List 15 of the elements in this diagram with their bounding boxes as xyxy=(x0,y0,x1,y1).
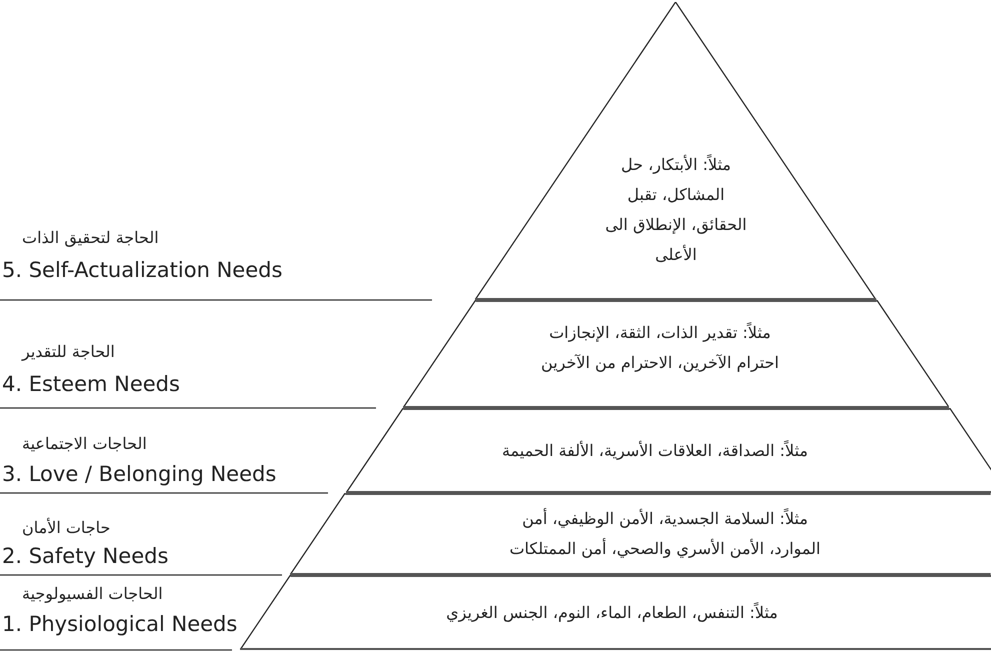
tier-label: 3. Love / Belonging Needs xyxy=(2,462,276,486)
tier-text: مثلاً: التنفس، الطعام، الماء، النوم، الجنس الغريزي xyxy=(445,601,779,624)
tier-label-arabic: حاجات الأمان xyxy=(22,518,110,537)
tier-label: 2. Safety Needs xyxy=(2,544,168,568)
tier-label: 4. Esteem Needs xyxy=(2,372,180,396)
tier-text: مثلاً: الأبتكار، حل المشاكل، تقبل الحقائق، الإنطلاق الى الأعلى xyxy=(604,153,748,266)
tier-label: 5. Self-Actualization Needs xyxy=(2,258,282,282)
tier-label-arabic: الحاجات الفسيولوجية xyxy=(22,584,163,603)
tier-label-arabic: الحاجة لتحقيق الذات xyxy=(22,228,159,247)
tier-text: مثلاً: تقدير الذات، الثقة، الإنجازات احترام الآخرين، الاحترام من الآخرين xyxy=(540,321,780,374)
tier-text: مثلاً: الصداقة، العلاقات الأسرية، الألفة الحميمة xyxy=(500,439,809,462)
tier-label-arabic: الحاجات الاجتماعية xyxy=(22,434,147,453)
tier-label-arabic: الحاجة للتقدير xyxy=(22,342,115,361)
tier-label: 1. Physiological Needs xyxy=(2,612,238,636)
tier-text: مثلاً: السلامة الجسدية، الأمن الوظيفي، أمن الموارد، الأمن الأسري والصحي، أمن الممتلكات xyxy=(508,507,822,560)
